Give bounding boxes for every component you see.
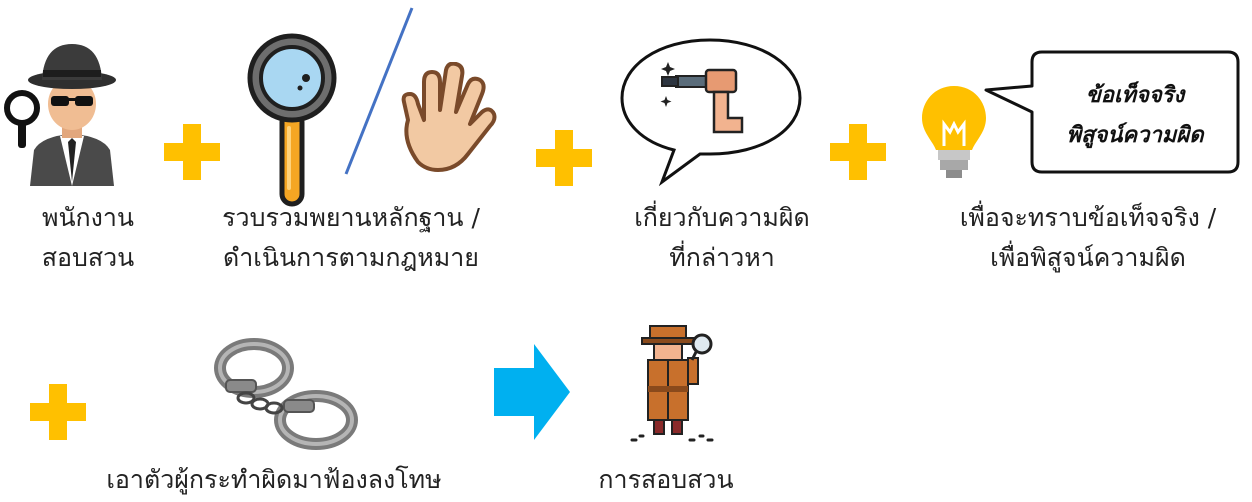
plus-icon xyxy=(30,384,86,440)
caption-line: เอาตัวผู้กระทำผิดมาฟ้องลงโทษ xyxy=(106,465,442,494)
divider-slash xyxy=(344,7,414,175)
caption-line: เพื่อจะทราบข้อเท็จจริง / xyxy=(959,203,1217,232)
caption-line: เกี่ยวกับความผิด xyxy=(634,203,810,232)
caption-result: การสอบสวน xyxy=(584,460,748,500)
caption-investigator: พนักงาน สอบสวน xyxy=(18,198,158,278)
caption-line: ดำเนินการตามกฎหมาย xyxy=(223,243,479,272)
knife-hand-icon xyxy=(660,62,744,134)
plus-icon xyxy=(536,130,592,186)
caption-evidence: รวบรวมพยานหลักฐาน / ดำเนินการตามกฎหมาย xyxy=(196,198,506,278)
callout-line-1: ข้อเท็จจริง xyxy=(1086,81,1187,108)
plus-icon xyxy=(830,124,886,180)
caption-purpose: เพื่อจะทราบข้อเท็จจริง / เพื่อพิสูจน์ควา… xyxy=(930,198,1246,278)
caption-line: รวบรวมพยานหลักฐาน / xyxy=(222,203,480,232)
caption-line: สอบสวน xyxy=(41,243,135,272)
caption-offense: เกี่ยวกับความผิด ที่กล่าวหา xyxy=(592,198,852,278)
plus-icon xyxy=(164,124,220,180)
caption-line: ที่กล่าวหา xyxy=(669,243,775,272)
caption-line: การสอบสวน xyxy=(598,465,734,494)
magnifier-icon xyxy=(247,33,337,207)
callout-bubble: ข้อเท็จจริง พิสูจน์ความผิด xyxy=(984,50,1240,174)
hand-icon xyxy=(401,62,497,172)
callout-line-2: พิสูจน์ความผิด xyxy=(1067,122,1206,149)
lightbulb-icon xyxy=(922,86,986,178)
handcuffs-icon xyxy=(214,338,358,450)
caption-line: พนักงาน xyxy=(41,203,135,232)
detective-icon xyxy=(4,44,116,186)
investigator-icon xyxy=(630,325,714,442)
speech-bubble-icon xyxy=(620,38,802,186)
arrow-right-icon xyxy=(494,344,570,440)
caption-prosecute: เอาตัวผู้กระทำผิดมาฟ้องลงโทษ xyxy=(82,460,466,500)
caption-line: เพื่อพิสูจน์ความผิด xyxy=(990,243,1186,272)
